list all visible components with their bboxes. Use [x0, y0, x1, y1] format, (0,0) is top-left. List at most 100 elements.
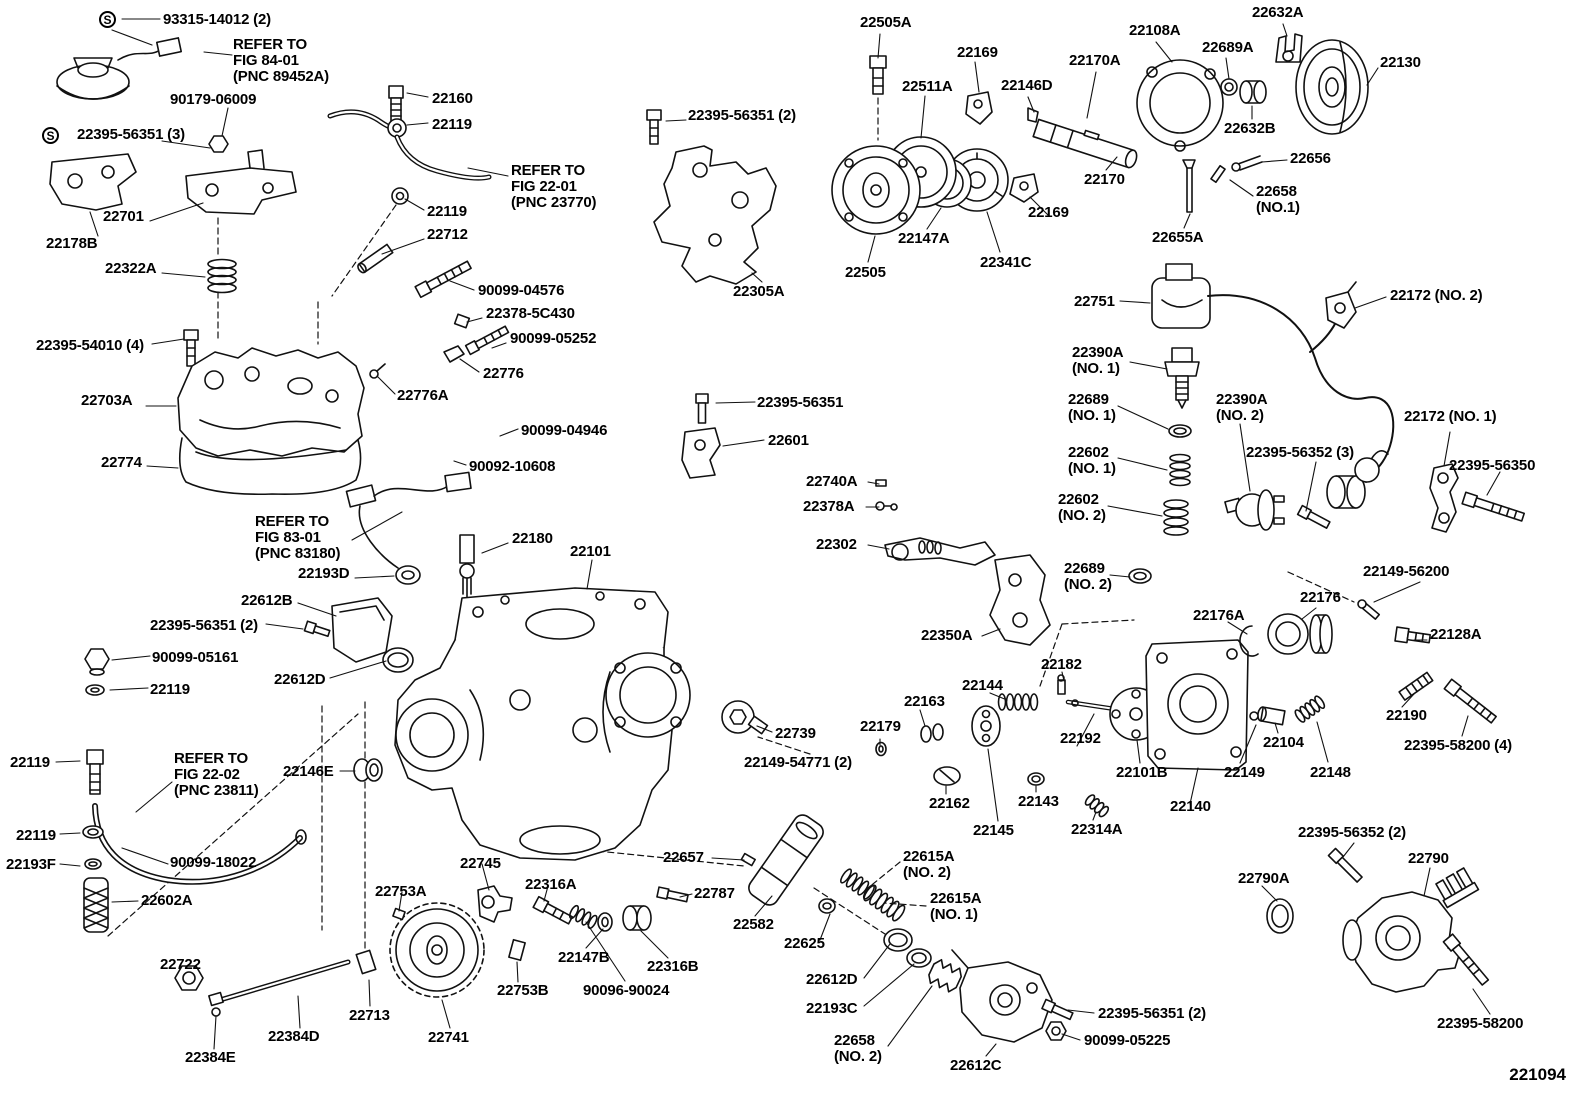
part-label: 22582 — [733, 916, 774, 933]
part-label: 22774 — [101, 454, 142, 471]
part-label: 22395-56350 — [1449, 457, 1536, 474]
part-label: 22170 — [1084, 171, 1125, 188]
part-snapring-22176A — [1239, 625, 1259, 657]
part-label: 22179 — [860, 718, 901, 735]
part-label: 22701 — [103, 208, 144, 225]
part-label: 22146E — [283, 763, 334, 780]
part-pin-22655A — [1182, 159, 1196, 213]
part-label: 22689 (NO. 2) — [1064, 560, 1112, 593]
part-label: 22602 (NO. 2) — [1058, 491, 1106, 524]
part-housing-22108A — [1136, 59, 1224, 152]
part-label: 22511A — [902, 78, 953, 95]
part-shim-22713 — [355, 949, 377, 975]
part-label: 22149 — [1224, 764, 1265, 781]
part-boot-22658-no2 — [928, 958, 962, 993]
part-pin-22149-56200 — [1357, 599, 1381, 620]
part-clip-22656 — [1231, 155, 1263, 172]
part-label: 22182 — [1041, 656, 1082, 673]
part-bolt-22316A — [532, 895, 574, 925]
part-label: 22395-58200 — [1437, 1015, 1524, 1032]
part-washer-22143 — [1027, 772, 1045, 786]
part-label: 90099-04946 — [521, 422, 608, 439]
part-sensor-22180 — [459, 534, 475, 599]
part-rod-22384D — [208, 959, 351, 1007]
part-label: 22176 — [1300, 589, 1341, 606]
part-bracket-22601 — [681, 427, 721, 479]
part-bracket-22701 — [185, 149, 297, 215]
part-label: 22395-58200 (4) — [1404, 737, 1512, 754]
part-bolt-22395-58200-br — [1442, 933, 1490, 986]
part-label: 22713 — [349, 1007, 390, 1024]
part-label: 22302 — [816, 536, 857, 553]
part-upper-cover-22703A — [177, 347, 365, 457]
part-valve-22790 — [1342, 867, 1480, 993]
leader-lines-middle — [665, 23, 1379, 447]
part-solenoid-22751 — [1151, 263, 1211, 329]
part-label: 22119 — [427, 203, 467, 220]
part-washers-22163 — [920, 723, 944, 743]
part-label: 22143 — [1018, 793, 1059, 810]
part-sensor-22390A-no1 — [1164, 347, 1200, 409]
part-label: 22149-54771 (2) — [744, 754, 852, 771]
part-label: 22119 — [16, 827, 56, 844]
part-oring-22689-no2 — [1128, 568, 1152, 584]
part-ring-22193C — [906, 948, 932, 968]
part-label: 22178B — [46, 235, 98, 252]
part-pin-22658-no1 — [1210, 164, 1226, 184]
part-label: 22148 — [1310, 764, 1351, 781]
part-cover-22612B — [331, 597, 393, 663]
part-label: 22172 (NO. 1) — [1404, 408, 1497, 425]
part-label: 22602A — [141, 892, 193, 909]
part-nut-90099-05225 — [1045, 1021, 1067, 1041]
part-harness-connectors — [345, 471, 472, 569]
part-bracket-22305A — [653, 145, 777, 285]
part-bolt-22395-56352-2 — [1327, 847, 1363, 883]
part-washer-22179 — [875, 741, 887, 757]
part-label: 22753A — [375, 883, 427, 900]
part-label: 22395-56351 (2) — [1098, 1005, 1206, 1022]
part-flange-22145 — [971, 705, 1001, 747]
part-label: 22632B — [1224, 120, 1276, 137]
part-pin-22146D — [1027, 107, 1039, 123]
part-spring-22322A — [207, 258, 237, 294]
part-label: 22378-5C430 — [486, 305, 575, 322]
part-label: 22612B — [241, 592, 293, 609]
part-bracket-22172-no1 — [1429, 463, 1459, 533]
part-label: 22119 — [150, 681, 190, 698]
part-label: 22601 — [768, 432, 809, 449]
part-label: 22689A — [1202, 39, 1254, 56]
part-label: 22378A — [803, 498, 855, 515]
part-cap-assembly — [56, 37, 183, 100]
part-ring-22689A — [1220, 78, 1238, 96]
part-spring-22615A-no1 — [863, 884, 906, 922]
part-filter-22602A — [83, 877, 109, 933]
part-oring-22612D-lower — [883, 928, 913, 952]
part-label: 90099-05161 — [152, 649, 239, 666]
part-screw-22776A — [369, 363, 386, 379]
part-label: REFER TO FIG 22-01 (PNC 23770) — [511, 162, 597, 211]
part-plunger-22582 — [748, 814, 824, 906]
part-washer-22625 — [818, 898, 836, 914]
leader-lines-left — [55, 18, 1095, 1057]
part-label: 22350A — [921, 627, 973, 644]
part-lever-22169-upper — [965, 91, 993, 125]
part-label: 22128A — [1430, 626, 1482, 643]
part-oring-22689-no1 — [1168, 424, 1192, 438]
part-label: 22180 — [512, 530, 553, 547]
part-label: 22612D — [274, 671, 326, 688]
figure-number: 221094 — [1509, 1065, 1566, 1084]
part-label: 22192 — [1060, 730, 1101, 747]
part-pump-body-22101 — [394, 587, 691, 861]
part-label: 22395-56351 (2) — [688, 107, 796, 124]
part-bracket-22172-no2 — [1325, 281, 1357, 329]
leader-lines-right — [865, 296, 1501, 1015]
part-stud-22712 — [357, 243, 394, 274]
part-label: 22655A — [1152, 229, 1204, 246]
part-bolt-22395-56351-cover — [303, 620, 331, 638]
part-label: 22395-54010 (4) — [36, 337, 144, 354]
part-bolt-90099-04576 — [414, 260, 472, 299]
part-pin-22657 — [740, 852, 756, 867]
part-bolt-22395-56351-mid — [695, 393, 709, 424]
part-shaft-22170 — [1032, 118, 1138, 169]
